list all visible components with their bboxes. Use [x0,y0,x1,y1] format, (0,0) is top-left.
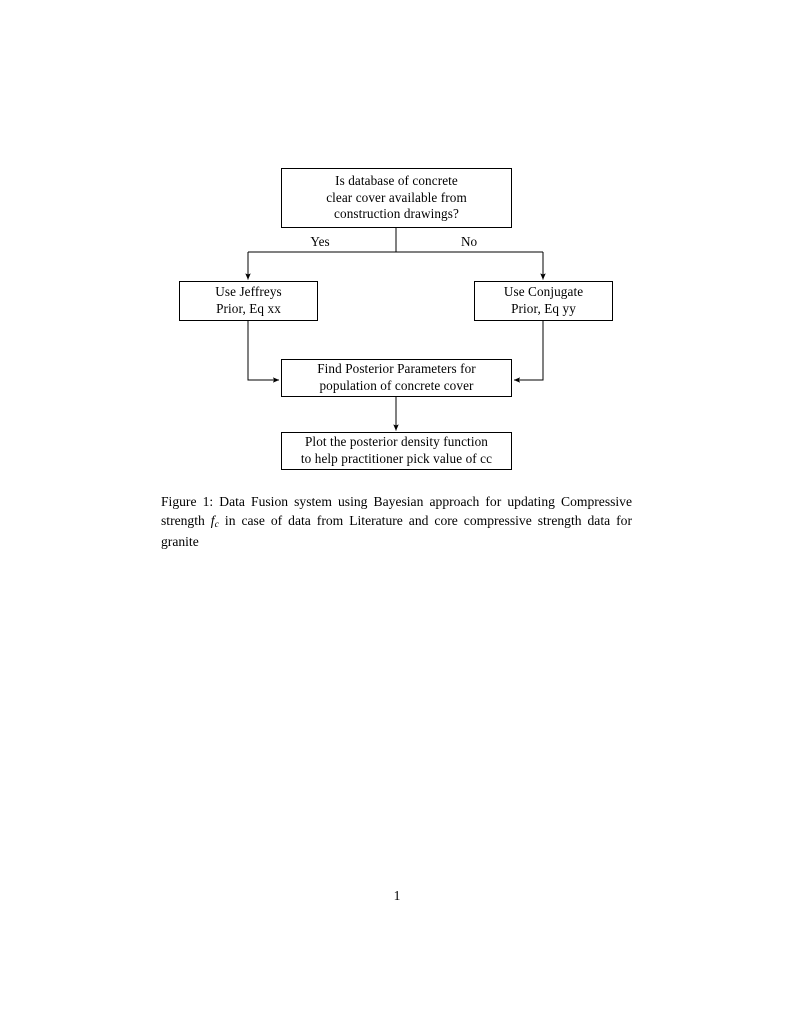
flowchart-node-plot-posterior-density: Plot the posterior density function to h… [281,432,512,470]
node-question-line-3: construction drawings? [334,206,459,222]
caption-math-subscript: c [214,519,219,531]
flowchart-node-find-posterior-parameters: Find Posterior Parameters for population… [281,359,512,397]
caption-label: Figure 1: [161,494,214,509]
caption-text-before: Data Fusion system using Bayesian approa… [161,494,633,529]
node-posterior-line-2: population of concrete cover [319,378,474,393]
flowchart-figure: Is database of concrete clear cover avai… [0,0,794,500]
flowchart-node-jeffreys-prior: Use Jeffreys Prior, Eq xx [179,281,318,321]
connector-jeffreys-to-posterior [247,321,280,383]
caption-math-base: f [210,513,215,529]
node-conjugate-line-2: Prior, Eq yy [511,301,576,316]
node-jeffreys-line-1: Use Jeffreys [215,284,282,300]
node-plot-line-2: to help practitioner pick value of cc [300,451,493,466]
flowchart-node-conjugate-prior: Use Conjugate Prior, Eq yy [474,281,613,321]
connector-conjugate-to-posterior [513,321,544,383]
flowchart-node-question: Is database of concrete clear cover avai… [281,168,512,228]
edge-label-no: No [460,234,478,249]
node-jeffreys-line-2: Prior, Eq xx [216,301,281,316]
caption-text-after: in case of data from Literature and core… [161,513,632,550]
node-conjugate-line-1: Use Conjugate [503,284,584,300]
flowchart-connectors [245,228,546,431]
caption-math-symbol: fc [210,513,219,531]
node-posterior-line-1: Find Posterior Parameters for [317,361,476,377]
node-question-line-1: Is database of concrete [335,172,458,188]
edge-label-yes: Yes [310,234,330,249]
node-question-line-2: clear cover available from [326,189,467,205]
node-plot-line-1: Plot the posterior density function [305,434,488,450]
page-number: 1 [393,888,401,903]
figure-caption: Figure 1: Data Fusion system using Bayes… [161,492,632,552]
